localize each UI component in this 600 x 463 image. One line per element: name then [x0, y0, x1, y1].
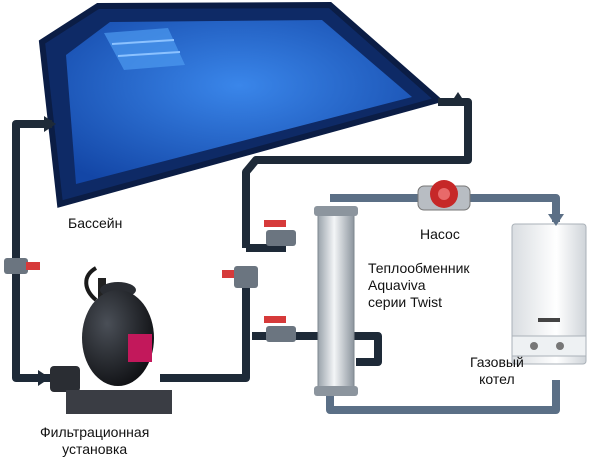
pool-label-text: Бассейн: [68, 215, 123, 231]
valve-left[interactable]: [4, 258, 40, 274]
heat-exchanger-label-line-2: Aquaviva: [368, 277, 426, 293]
heat-exchanger-label-line-1: Теплообменник: [368, 260, 470, 276]
gas-boiler-label-line-2: котел: [479, 371, 515, 387]
filter-unit-label-line-1: Фильтрационная: [40, 424, 150, 440]
valve-exchanger-inlet[interactable]: [264, 220, 296, 246]
filter-unit: [50, 266, 172, 414]
filter-unit-label: Фильтрационная установка: [40, 424, 149, 458]
gas-boiler-label: Газовый котел: [470, 354, 524, 388]
heat-exchanger-label-line-3: серии Twist: [368, 294, 442, 310]
flow-arrow: [450, 92, 466, 104]
valve-exchanger-outlet[interactable]: [264, 316, 296, 342]
pump: [417, 180, 471, 211]
flow-arrow: [38, 370, 50, 386]
heat-exchanger: [314, 206, 358, 396]
filter-unit-label-line-2: установка: [62, 441, 128, 457]
gas-boiler-label-line-1: Газовый: [470, 354, 524, 370]
pool-label: Бассейн: [68, 215, 122, 232]
flow-arrow: [44, 116, 56, 132]
pump-label-text: Насос: [420, 226, 460, 242]
pump-label: Насос: [420, 226, 460, 243]
flow-arrow: [548, 214, 564, 226]
valve-bypass[interactable]: [222, 266, 258, 288]
gas-boiler: [511, 223, 587, 365]
pool: [38, 1, 445, 208]
heat-exchanger-label: Теплообменник Aquaviva серии Twist: [368, 260, 470, 311]
